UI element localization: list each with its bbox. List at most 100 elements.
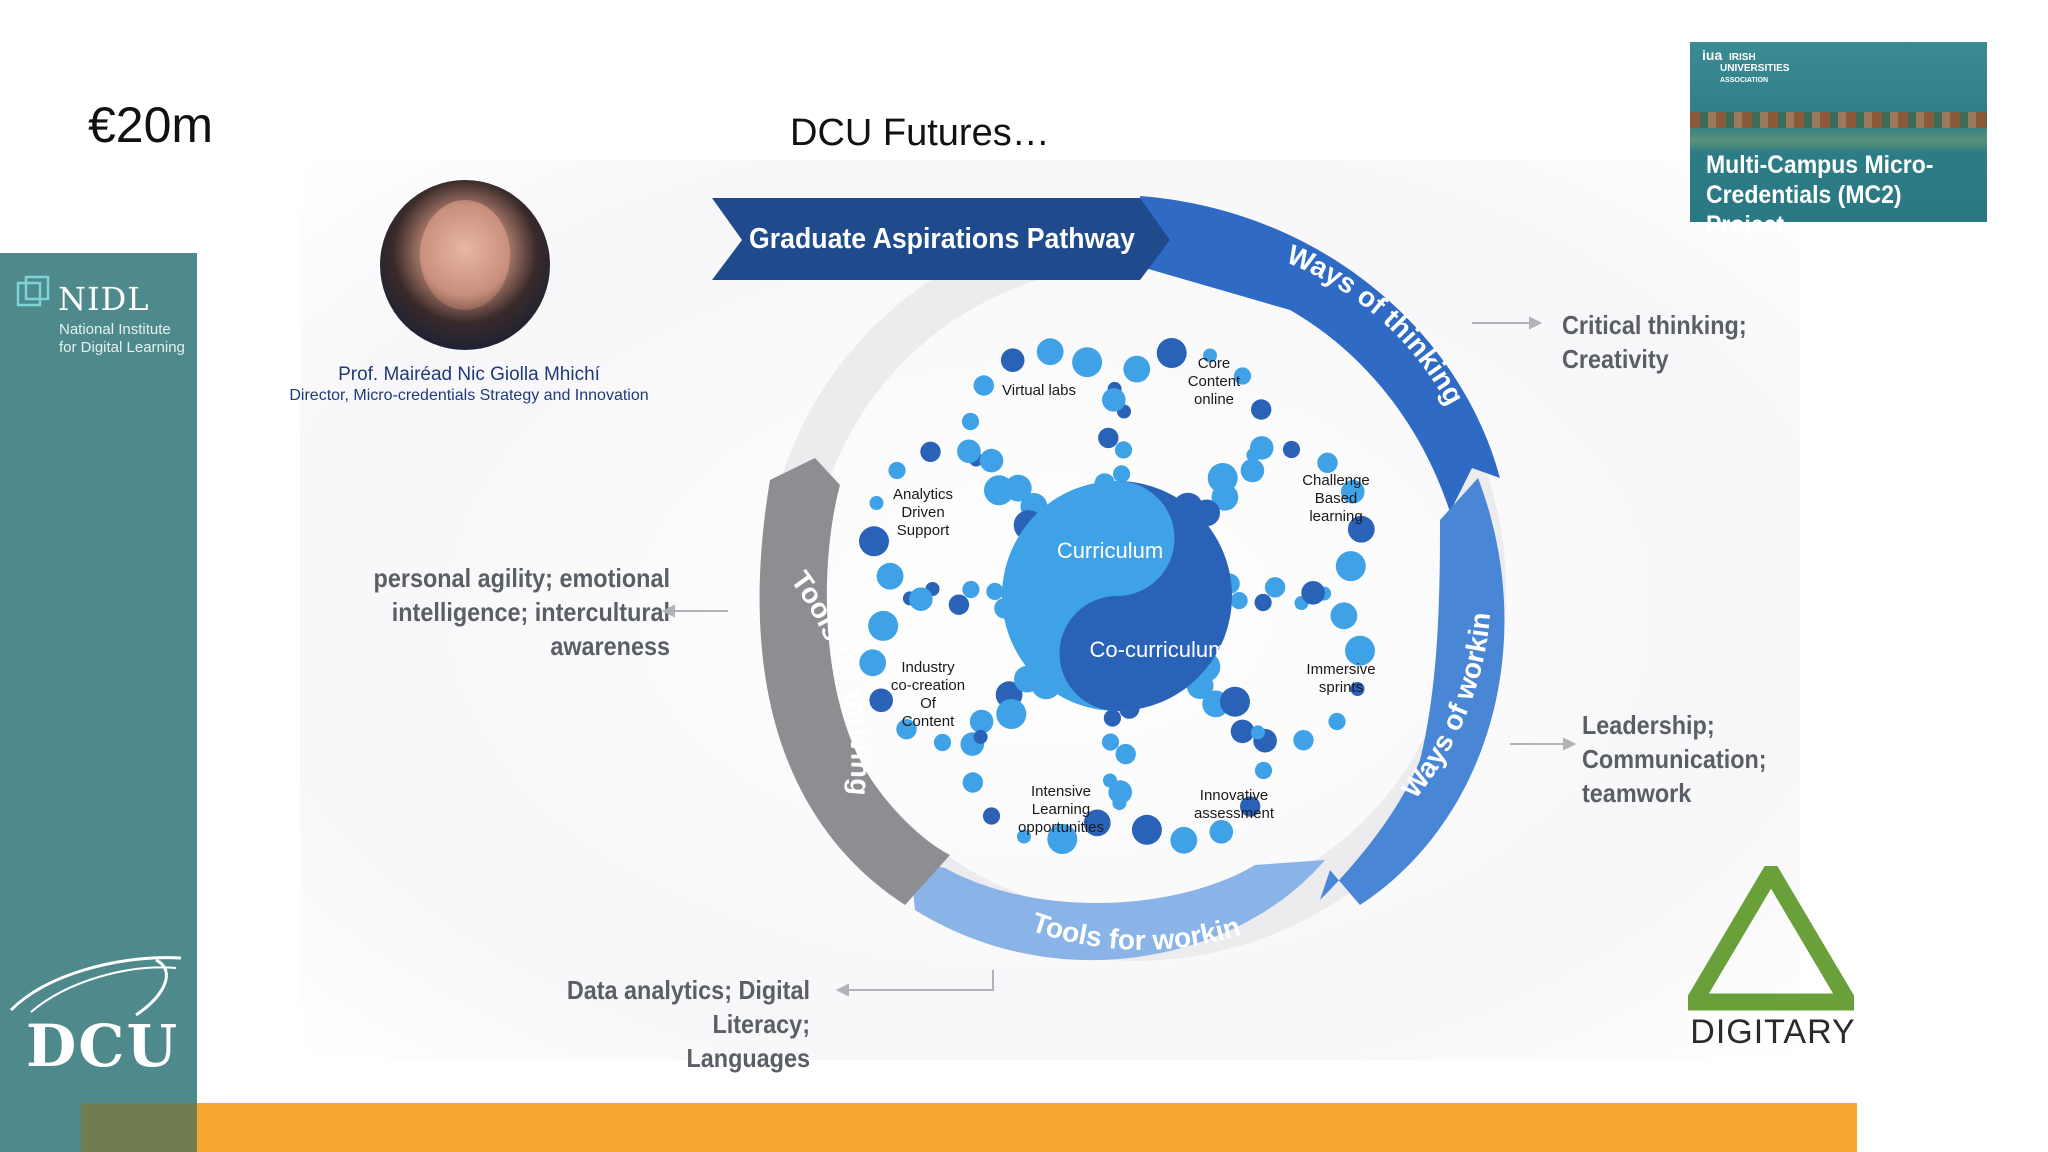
bead	[1230, 719, 1255, 744]
bead	[1017, 829, 1031, 844]
bead	[1102, 388, 1126, 412]
iua-project-box	[1690, 42, 1987, 222]
slide-title: DCU Futures…	[790, 112, 1050, 154]
node-innovative-1: Innovative	[1200, 787, 1268, 804]
node-analytics-1: Analytics	[893, 486, 953, 503]
outcome-working-line: Leadership;	[1582, 710, 1715, 740]
price-label: €20m	[88, 97, 214, 153]
outcome-thinking-line: Critical thinking;	[1562, 310, 1747, 340]
iua-photo-strip	[1690, 112, 1987, 128]
bead	[961, 412, 980, 431]
nidl-name: NIDL	[58, 280, 150, 318]
presenter-name: Prof. Mairéad Nic Giolla Mhichí	[338, 364, 600, 385]
arc-tools-for-working	[910, 860, 1325, 961]
arrow-tools-working	[845, 970, 994, 991]
node-challenge-1: Challenge	[1302, 472, 1370, 489]
iua-tag-line1: IRISH	[1729, 52, 1756, 63]
iua-logo: iua IRISH UNIVERSITIES ASSOCIATION	[1702, 47, 1789, 86]
bead	[1000, 348, 1025, 373]
arc-label-ways-of-working: Ways of working	[0, 0, 1496, 804]
bead	[979, 448, 1004, 473]
bead	[957, 439, 981, 464]
outcome-thriving: personal agility; emotional intelligence…	[364, 561, 670, 663]
arrow-working-head	[1563, 737, 1577, 751]
outcome-arrows	[661, 316, 1577, 997]
bead	[1350, 682, 1365, 696]
node-immersive-2: sprints	[1319, 679, 1363, 696]
node-challenge-2: Based	[1315, 490, 1358, 507]
digitary-triangle-icon	[1688, 866, 1854, 1011]
bottom-accent-bar-overlap	[81, 1103, 197, 1152]
iua-title-line2: Credentials (MC2) Project	[1706, 181, 1902, 239]
dcu-logo-text: DCU	[26, 1012, 180, 1080]
bead	[1113, 465, 1131, 483]
bead	[969, 709, 994, 734]
nidl-subtitle-line1: National Institute	[59, 321, 171, 338]
node-intensive-3: opportunities	[1018, 819, 1104, 836]
bead	[869, 688, 893, 713]
bead	[986, 582, 1004, 601]
nidl-logo-icon	[16, 275, 50, 307]
node-analytics-3: Support	[897, 522, 950, 539]
bead	[1115, 743, 1136, 765]
bead	[1282, 440, 1301, 459]
node-immersive-1: Immersive	[1306, 661, 1375, 678]
outcome-thinking-line: Creativity	[1562, 344, 1669, 374]
arc-label-working-path: Ways of working	[0, 0, 1496, 804]
bead	[1246, 448, 1261, 463]
arc-label-thinking-path: Ways of thinking	[1283, 239, 1471, 410]
presenter-face	[420, 200, 510, 310]
bead	[1250, 725, 1265, 740]
arrow-thriving-head	[661, 604, 675, 618]
bead	[1251, 399, 1272, 420]
arrow-thinking-head	[1529, 316, 1543, 330]
bead	[1131, 814, 1162, 845]
bead	[920, 441, 941, 462]
arc-ways-of-thinking	[1140, 196, 1500, 512]
node-industry-3: Of	[920, 695, 937, 712]
bead	[1123, 355, 1151, 383]
presenter-role: Director, Micro-credentials Strategy and…	[289, 387, 649, 404]
outcome-tools-working-line: Data analytics; Digital Literacy;	[566, 975, 810, 1039]
bead	[1207, 463, 1238, 493]
outcome-thriving-line: awareness	[550, 631, 670, 661]
bead	[1220, 686, 1250, 717]
bead	[1301, 581, 1325, 605]
outcome-thinking: Critical thinking; Creativity	[1562, 308, 1747, 376]
iua-project-title: Multi-Campus Micro- Credentials (MC2) Pr…	[1706, 150, 1964, 240]
bead	[1004, 474, 1032, 502]
bead	[1114, 441, 1133, 459]
outcome-working-line: teamwork	[1582, 778, 1692, 808]
outcome-working-line: Communication;	[1582, 744, 1767, 774]
node-core-content-2: Content	[1188, 373, 1241, 390]
bead	[1108, 780, 1132, 804]
node-industry-2: co-creation	[891, 677, 965, 694]
outcome-thriving-line: intelligence; intercultural	[391, 597, 670, 627]
bead	[1103, 709, 1121, 727]
node-core-content-3: online	[1194, 391, 1234, 408]
bead	[1036, 338, 1064, 366]
bead	[962, 580, 980, 599]
bead	[1293, 730, 1314, 751]
iua-tag-short: iua	[1702, 47, 1723, 63]
bead	[948, 594, 970, 615]
nidl-subtitle-line2: for Digital Learning	[59, 339, 185, 356]
bead	[859, 649, 887, 677]
graduate-aspirations-banner	[712, 198, 1170, 280]
bead	[973, 375, 994, 396]
bead	[1203, 348, 1217, 363]
center-co-curriculum-half	[1059, 481, 1232, 711]
bead	[1345, 635, 1375, 666]
bead	[962, 772, 983, 793]
node-core-content-1: Core	[1198, 355, 1231, 372]
outcome-working: Leadership; Communication; teamwork	[1582, 708, 1767, 810]
digitary-logo-text: DIGITARY	[1690, 1013, 1856, 1051]
bead	[1264, 577, 1286, 598]
bead	[1209, 820, 1234, 844]
iua-title-line1: Multi-Campus Micro-	[1706, 151, 1934, 179]
bead	[868, 610, 899, 641]
bead	[1233, 367, 1252, 385]
bead	[909, 587, 933, 611]
bead	[996, 699, 1027, 729]
